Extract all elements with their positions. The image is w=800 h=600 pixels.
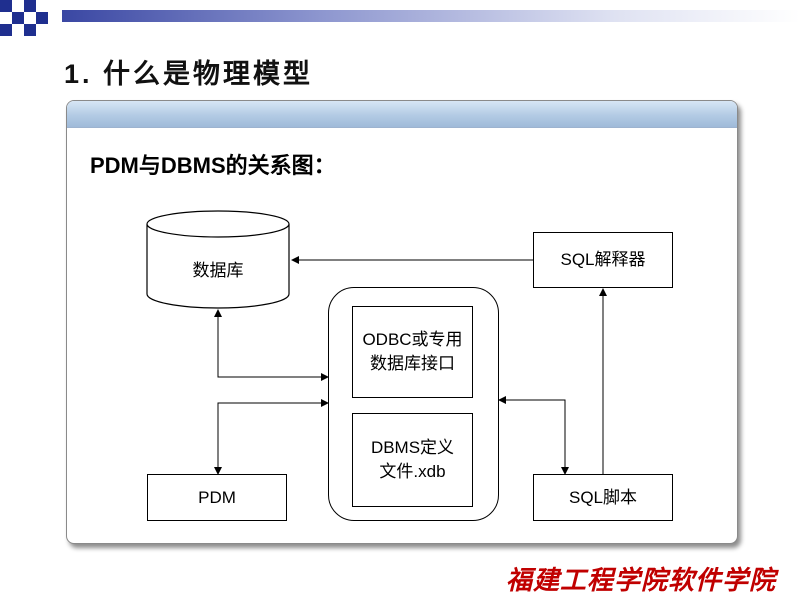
odbc-line-1: ODBC或专用 (362, 330, 463, 349)
panel-header-bar (67, 101, 737, 128)
sql-script-label: SQL脚本 (568, 487, 638, 507)
arrow-interface-script (498, 396, 569, 475)
database-cylinder (146, 210, 290, 309)
arrow-pdm-interface (214, 399, 329, 475)
sql-interpreter-box: SQL解释器 (533, 232, 673, 288)
top-gradient-bar (62, 10, 800, 22)
pdm-label: PDM (198, 487, 236, 507)
odbc-line-2: 数据库接口 (370, 354, 455, 373)
arrow-database-interface (214, 309, 329, 381)
diagram-subtitle: PDM与DBMS的关系图： (90, 153, 336, 178)
dbms-line-1: DBMS定义 (370, 438, 455, 457)
school-footer: 福建工程学院软件学院 (506, 566, 777, 596)
dbms-definition-box: DBMS定义 文件.xdb (352, 413, 473, 507)
odbc-interface-box: ODBC或专用 数据库接口 (352, 306, 473, 398)
sql-script-box: SQL脚本 (533, 474, 673, 521)
pdm-box: PDM (147, 474, 287, 521)
corner-checker-decoration (0, 0, 62, 40)
dbms-line-2: 文件.xdb (379, 462, 446, 481)
sql-interpreter-label: SQL解释器 (560, 250, 646, 269)
page-title: 1. 什么是物理模型 (64, 59, 314, 89)
database-label: 数据库 (192, 261, 244, 280)
